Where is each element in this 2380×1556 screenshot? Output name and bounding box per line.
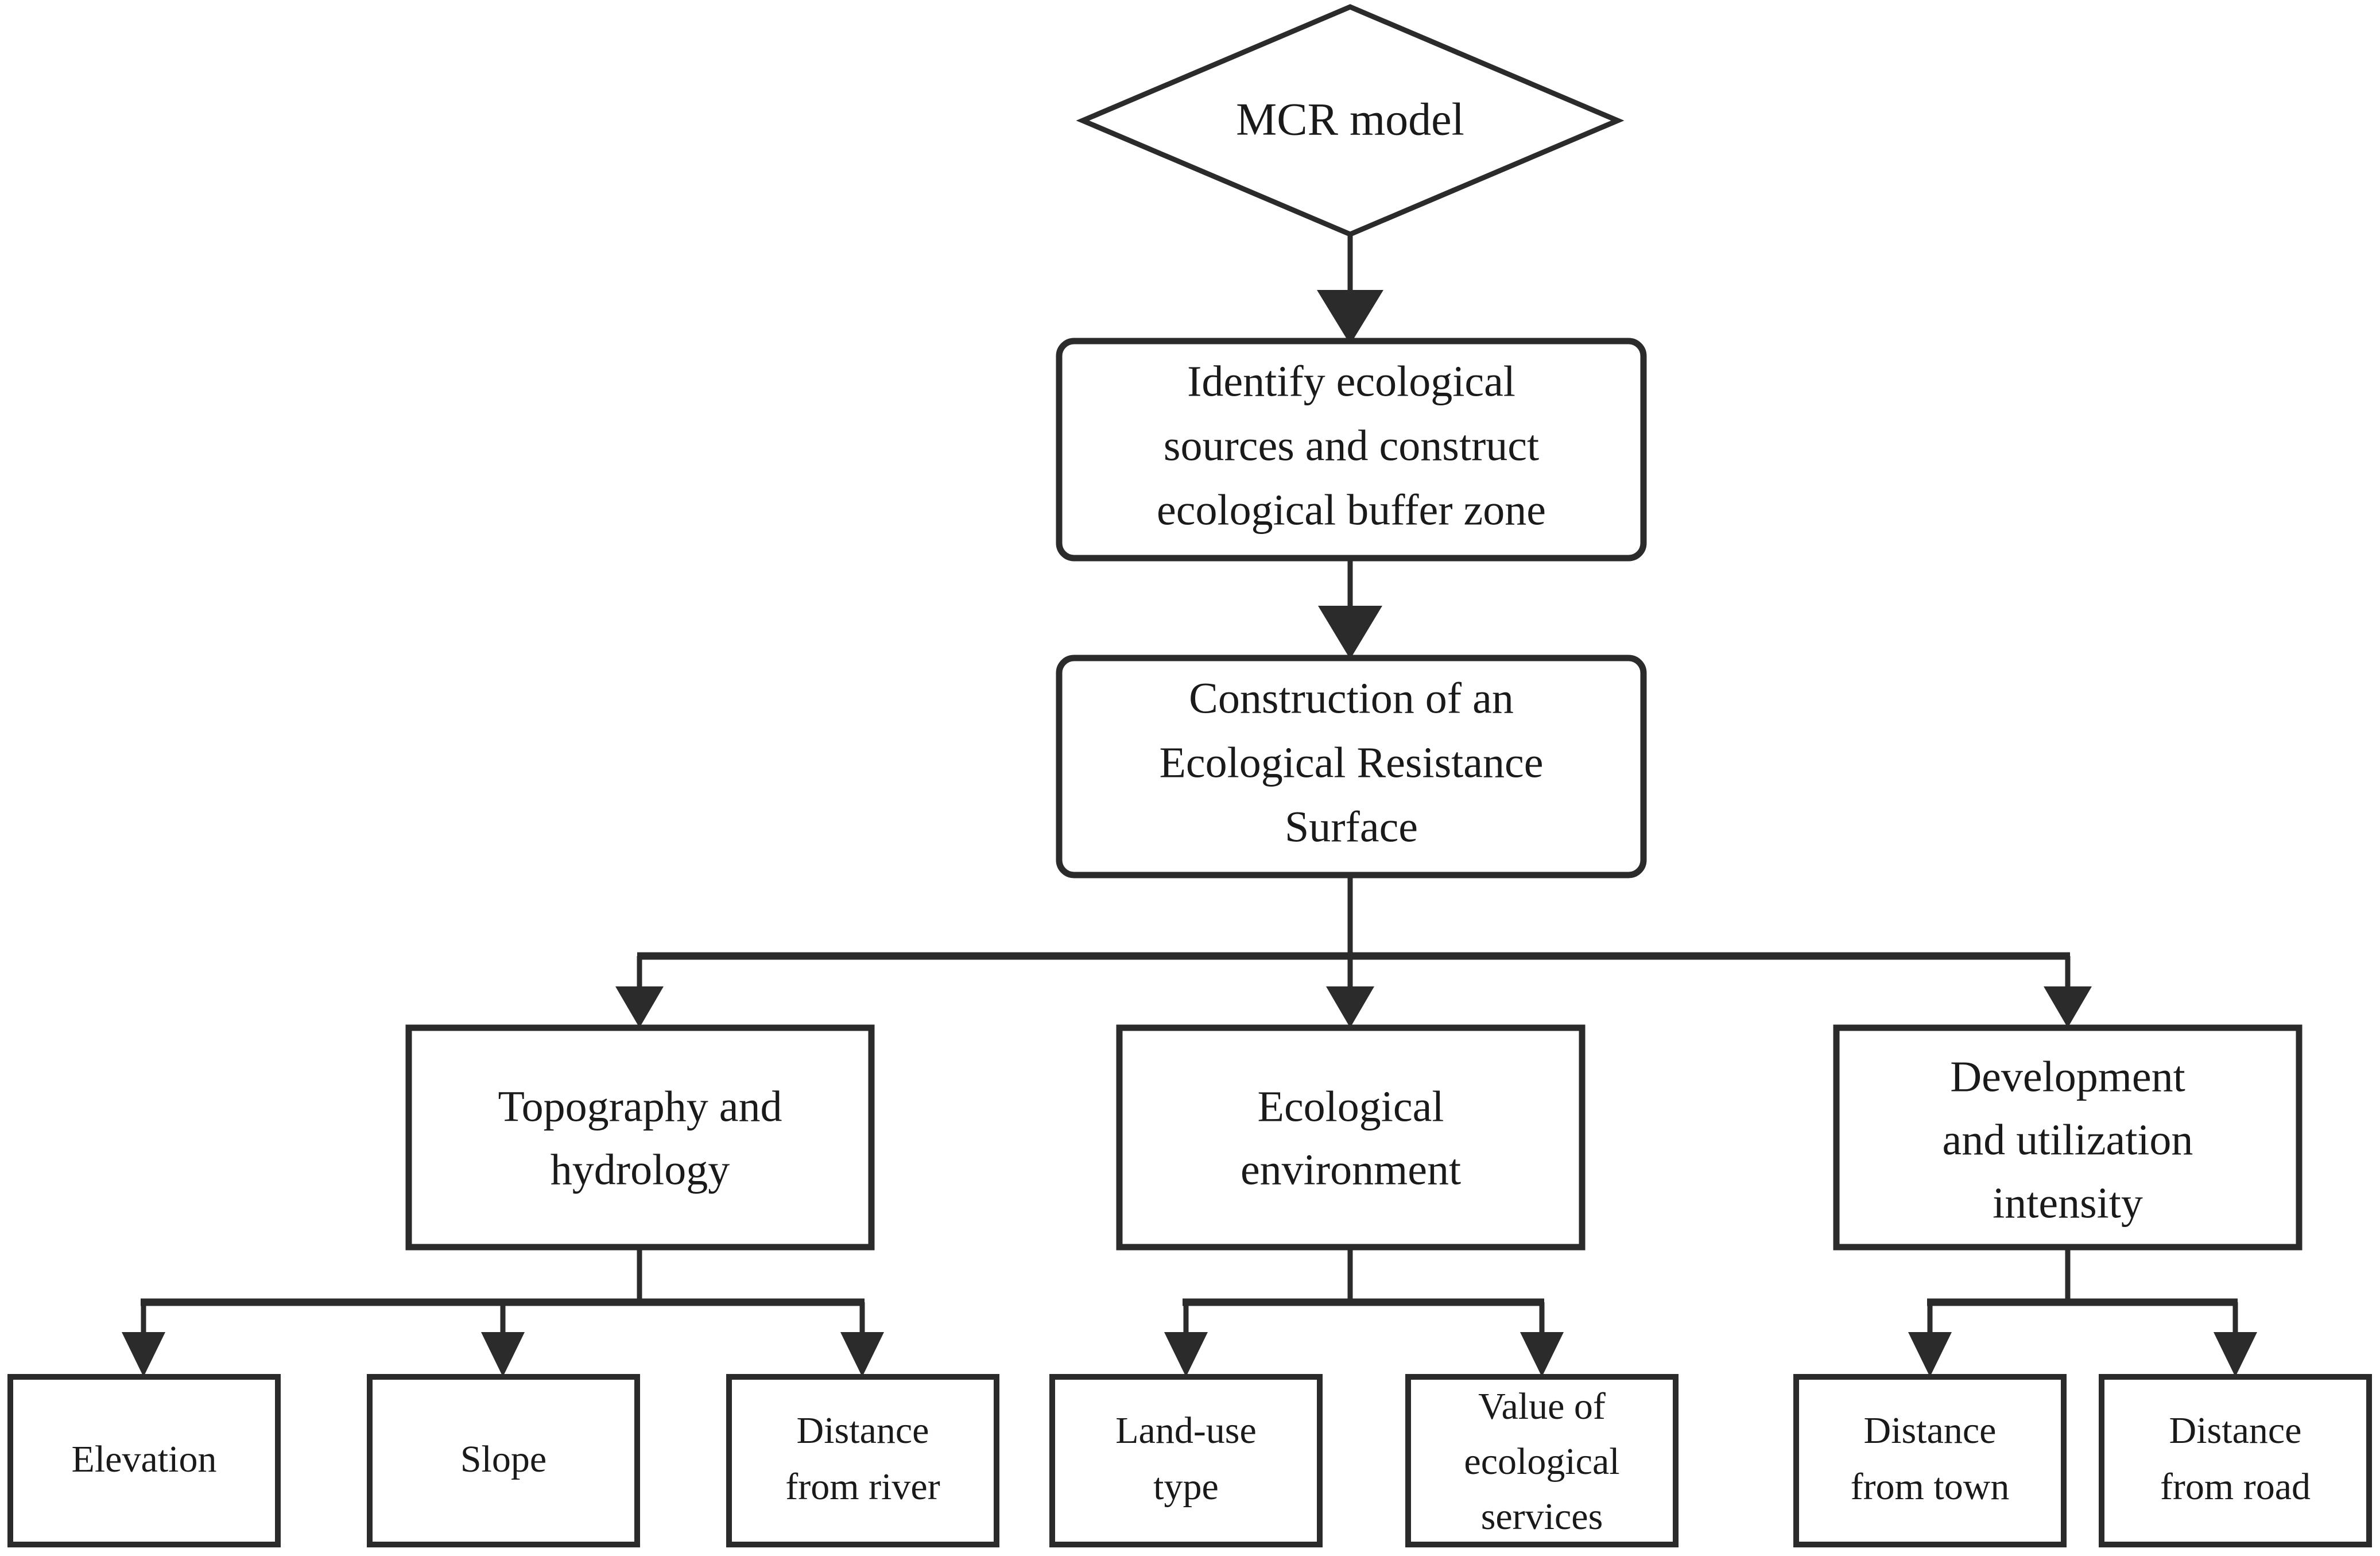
node-elevation[interactable]: Elevation — [7, 1374, 281, 1547]
distance-from-river-box — [726, 1374, 999, 1547]
distance-from-town-line-2: from town — [1851, 1466, 2010, 1508]
arrowhead-slope — [481, 1332, 525, 1377]
value-of-ecological-services-line-1: Value of — [1478, 1385, 1606, 1427]
arrowhead-elevation — [122, 1332, 165, 1377]
arrowhead-ecological — [1326, 986, 1374, 1028]
node-distance-from-town[interactable]: Distance from town — [1793, 1374, 2067, 1547]
node-development-utilization[interactable]: Development and utilization intensity — [1833, 1024, 2303, 1251]
node-topography-hydrology[interactable]: Topography and hydrology — [405, 1024, 875, 1251]
distance-from-town-line-1: Distance — [1864, 1410, 1997, 1452]
arrowhead-resistance — [1318, 606, 1382, 659]
distance-from-road-line-1: Distance — [2169, 1410, 2302, 1452]
elevation-label: Elevation — [72, 1438, 217, 1480]
value-of-ecological-services-box — [1405, 1374, 1679, 1547]
resistance-surface-box — [1056, 655, 1647, 878]
development-utilization-line-1: Development — [1950, 1052, 2185, 1101]
arrowhead-distance-town — [1908, 1332, 1952, 1377]
ecological-environment-line-1: Ecological — [1258, 1082, 1444, 1131]
arrowhead-land-use — [1164, 1332, 1208, 1377]
land-use-type-line-1: Land-use — [1115, 1410, 1257, 1452]
development-utilization-line-3: intensity — [1993, 1179, 2143, 1227]
node-slope[interactable]: Slope — [367, 1374, 640, 1547]
land-use-type-box — [1049, 1374, 1323, 1547]
identify-sources-line-2: sources and construct — [1164, 421, 1539, 470]
resistance-surface-line-1: Construction of an — [1189, 674, 1514, 722]
arrowhead-distance-river — [840, 1332, 884, 1377]
node-value-of-ecological-services[interactable]: Value of ecological services — [1405, 1374, 1679, 1547]
arrowhead-distance-road — [2214, 1332, 2257, 1377]
ecological-environment-box — [1116, 1024, 1586, 1251]
identify-sources-line-1: Identify ecological — [1187, 357, 1515, 405]
topography-hydrology-line-2: hydrology — [551, 1145, 730, 1194]
identify-sources-box — [1056, 338, 1647, 562]
node-identify-sources[interactable]: Identify ecological sources and construc… — [1056, 338, 1647, 562]
distance-from-road-box — [2099, 1374, 2372, 1547]
development-utilization-line-2: and utilization — [1943, 1116, 2193, 1164]
mcr-model-label: MCR model — [1236, 94, 1464, 145]
resistance-surface-line-2: Ecological Resistance — [1160, 738, 1544, 787]
topography-hydrology-line-1: Topography and — [498, 1082, 782, 1131]
node-resistance-surface[interactable]: Construction of an Ecological Resistance… — [1056, 655, 1647, 878]
value-of-ecological-services-line-3: services — [1481, 1496, 1603, 1538]
distance-from-river-line-2: from river — [785, 1466, 940, 1508]
distance-from-river-line-1: Distance — [797, 1410, 929, 1452]
distance-from-town-box — [1793, 1374, 2067, 1547]
arrowhead-value-services — [1520, 1332, 1564, 1377]
ecological-environment-line-2: environment — [1241, 1145, 1461, 1194]
value-of-ecological-services-line-2: ecological — [1464, 1441, 1619, 1483]
topography-hydrology-box — [405, 1024, 875, 1251]
arrowhead-development — [2044, 986, 2092, 1028]
elevation-box — [7, 1374, 281, 1547]
node-land-use-type[interactable]: Land-use type — [1049, 1374, 1323, 1547]
connector-layer — [122, 235, 2257, 1377]
node-distance-from-road[interactable]: Distance from road — [2099, 1374, 2372, 1547]
slope-box — [367, 1374, 640, 1547]
node-distance-from-river[interactable]: Distance from river — [726, 1374, 999, 1547]
resistance-surface-line-3: Surface — [1285, 803, 1418, 851]
arrowhead-identify — [1317, 290, 1383, 345]
node-mcr-model[interactable]: MCR model — [1076, 4, 1625, 237]
slope-label: Slope — [460, 1438, 546, 1480]
land-use-type-line-2: type — [1153, 1466, 1219, 1508]
mcr-model-diamond — [1076, 4, 1625, 237]
arrowhead-topography — [615, 986, 664, 1028]
development-utilization-box — [1833, 1024, 2303, 1251]
identify-sources-line-3: ecological buffer zone — [1157, 486, 1546, 534]
node-ecological-environment[interactable]: Ecological environment — [1116, 1024, 1586, 1251]
distance-from-road-line-2: from road — [2160, 1466, 2311, 1508]
